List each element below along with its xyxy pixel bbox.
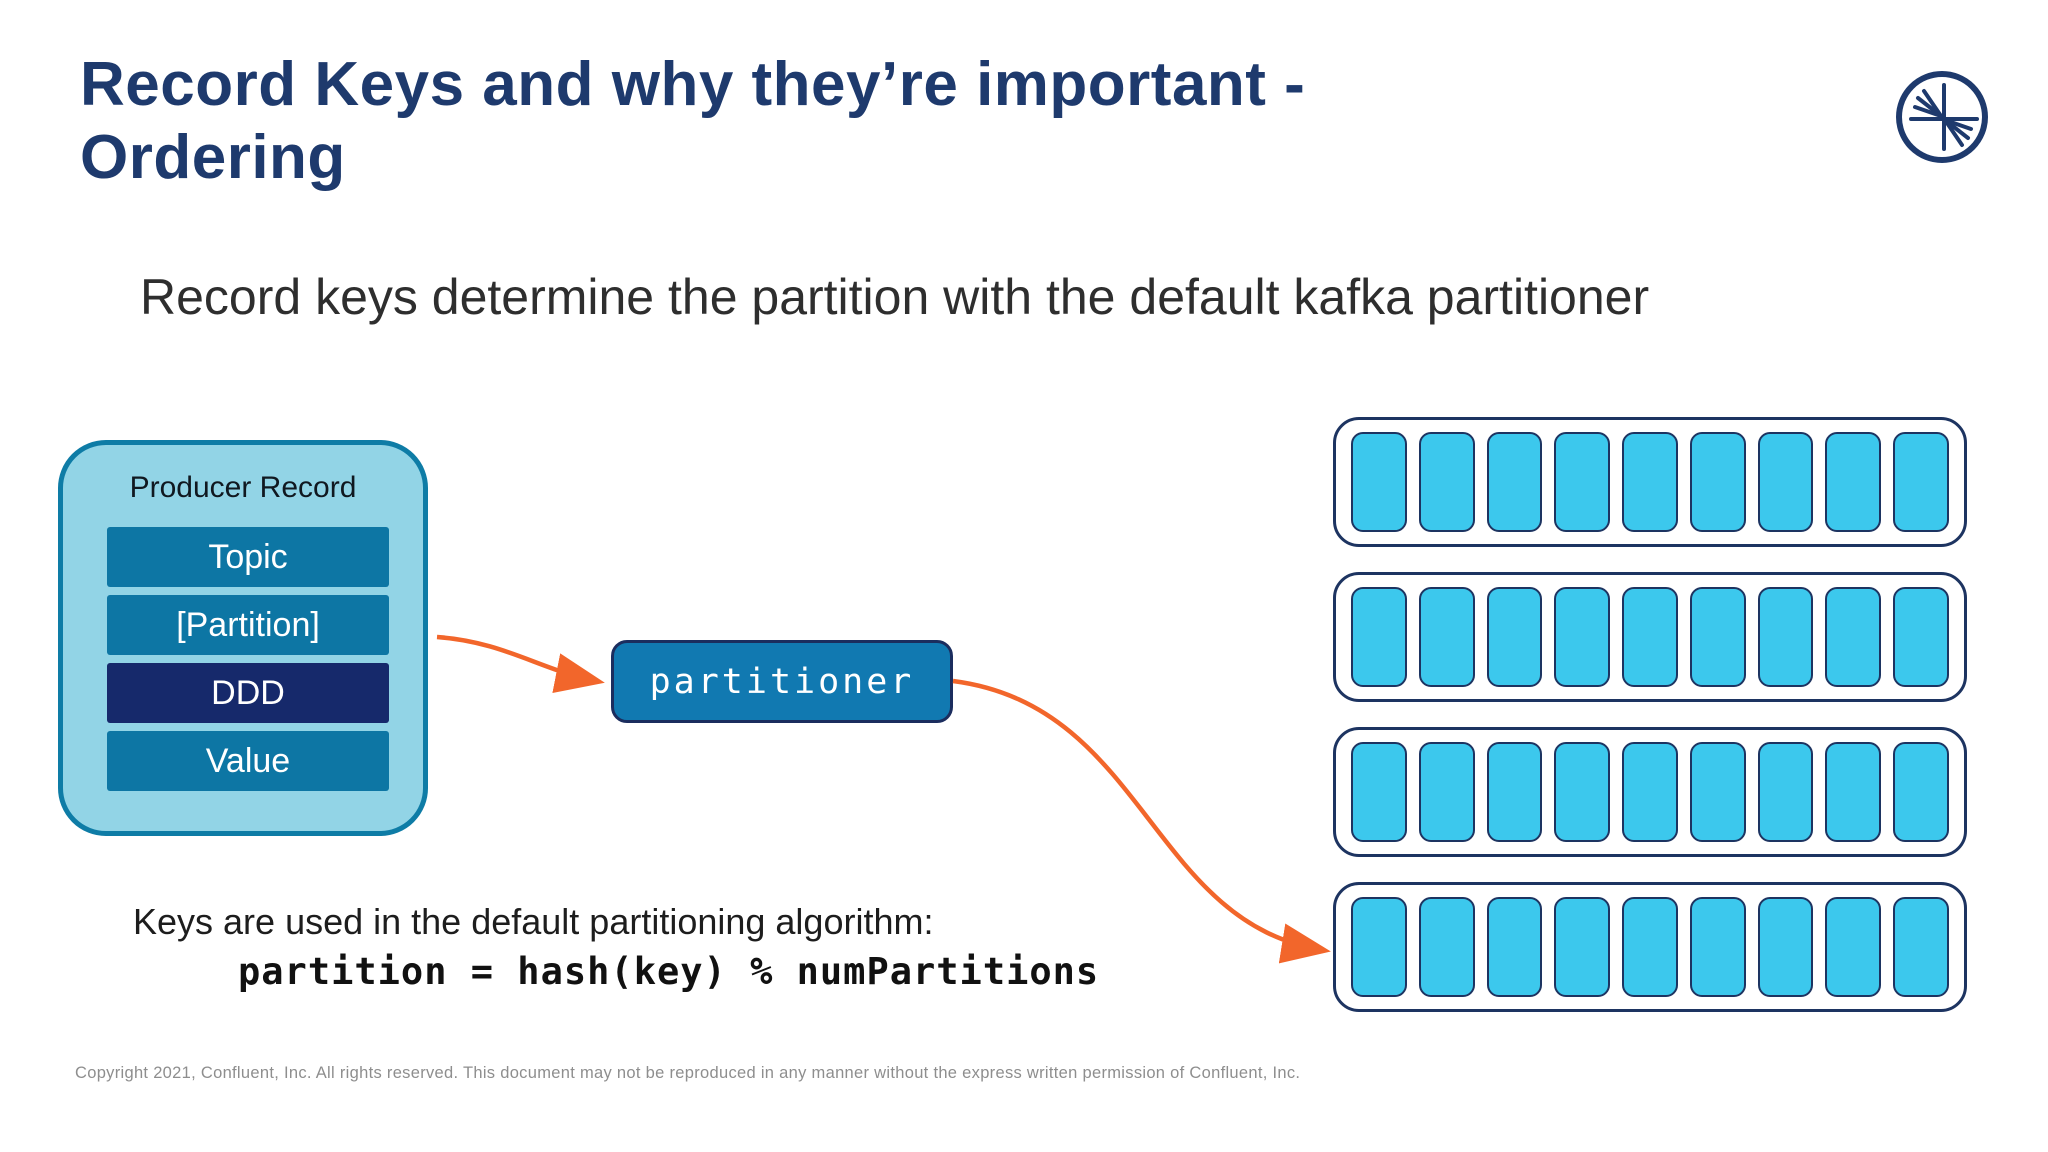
subtitle: Record keys determine the partition with… bbox=[140, 269, 1650, 325]
partition-cell bbox=[1689, 432, 1746, 532]
partition-cell bbox=[1486, 587, 1543, 687]
producer-field-topic: Topic bbox=[107, 527, 389, 587]
partitioner-box: partitioner bbox=[611, 640, 953, 723]
partition-cell bbox=[1825, 897, 1882, 997]
partition-cell bbox=[1689, 897, 1746, 997]
partitioner-label: partitioner bbox=[649, 661, 915, 702]
producer-record-box: Producer Record Topic [Partition] DDD Value bbox=[58, 440, 428, 836]
partition-cell bbox=[1418, 742, 1475, 842]
partition-row-3 bbox=[1333, 882, 1967, 1012]
partition-cell bbox=[1622, 897, 1678, 997]
partition-cell bbox=[1893, 587, 1950, 687]
producer-field-value: Value bbox=[107, 731, 389, 791]
partition-cell bbox=[1486, 897, 1543, 997]
partition-cell bbox=[1893, 432, 1950, 532]
partition-cell bbox=[1418, 897, 1475, 997]
algorithm-code: partition = hash(key) % numPartitions bbox=[238, 950, 1100, 993]
arrow-partitioner-to-partition-icon bbox=[952, 678, 1331, 964]
partition-cell bbox=[1418, 432, 1475, 532]
partition-cell bbox=[1825, 742, 1882, 842]
partition-cell bbox=[1689, 742, 1746, 842]
producer-record-fields: Topic [Partition] DDD Value bbox=[107, 527, 389, 791]
partition-cell bbox=[1351, 742, 1407, 842]
partition-cell bbox=[1554, 587, 1611, 687]
partition-row-2 bbox=[1333, 727, 1967, 857]
partition-cell bbox=[1554, 742, 1611, 842]
partitions-panel bbox=[1333, 417, 1967, 1012]
partition-cell bbox=[1757, 432, 1814, 532]
partition-cell bbox=[1622, 587, 1678, 687]
partition-cell bbox=[1486, 432, 1543, 532]
page-title: Record Keys and why they’re important - … bbox=[80, 48, 1780, 194]
partition-cell bbox=[1757, 897, 1814, 997]
partition-cell bbox=[1825, 432, 1882, 532]
partition-cell bbox=[1622, 432, 1678, 532]
partition-row-0 bbox=[1333, 417, 1967, 547]
partition-cell bbox=[1351, 587, 1407, 687]
partition-cell bbox=[1825, 587, 1882, 687]
page-title-line-1: Record Keys and why they’re important - bbox=[80, 50, 1306, 119]
algorithm-caption: Keys are used in the default partitionin… bbox=[133, 901, 934, 942]
partition-cell bbox=[1622, 742, 1678, 842]
partition-cell bbox=[1486, 742, 1543, 842]
arrow-producer-to-partitioner-icon bbox=[436, 634, 605, 694]
confluent-logo-icon bbox=[1896, 71, 1988, 163]
partition-cell bbox=[1554, 432, 1611, 532]
partition-cell bbox=[1757, 587, 1814, 687]
partition-cell bbox=[1893, 742, 1950, 842]
partition-row-1 bbox=[1333, 572, 1967, 702]
page-title-line-2: Ordering bbox=[80, 123, 346, 193]
producer-record-label: Producer Record bbox=[129, 471, 357, 504]
partition-cell bbox=[1351, 432, 1407, 532]
partition-cell bbox=[1893, 897, 1950, 997]
partition-cell bbox=[1418, 587, 1475, 687]
partition-cell bbox=[1351, 897, 1407, 997]
partition-cell bbox=[1689, 587, 1746, 687]
partition-cell bbox=[1757, 742, 1814, 842]
partition-cell bbox=[1554, 897, 1611, 997]
copyright-footer: Copyright 2021, Confluent, Inc. All righ… bbox=[75, 1064, 1301, 1082]
producer-field-partition: [Partition] bbox=[107, 595, 389, 655]
producer-field-ddd: DDD bbox=[107, 663, 389, 723]
